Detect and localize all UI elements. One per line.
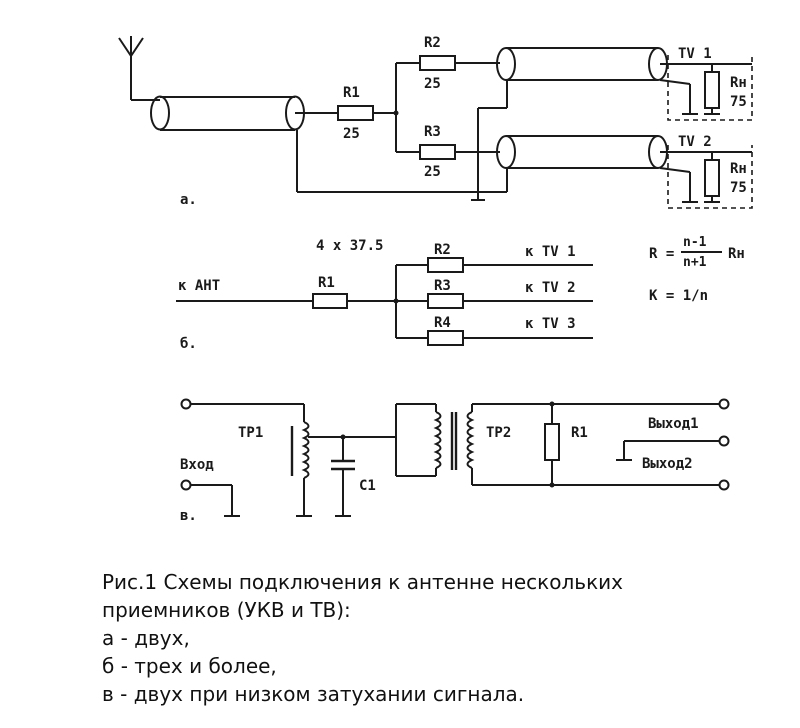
tp1-label: TP1: [238, 425, 263, 441]
coax-cable-tv1: [496, 47, 668, 81]
input-label: Вход: [180, 457, 214, 473]
transformer-tp2: [433, 404, 475, 485]
output-common-terminal: [718, 435, 730, 447]
output2-terminal: [718, 479, 730, 491]
resistor-r3-b: [427, 293, 464, 309]
r2-b-label: R2: [434, 242, 451, 258]
diagram-a: R1 25 R2 25 R3 25: [118, 35, 753, 209]
formula-rhs: Rн: [728, 246, 745, 262]
diagram-a-label: а.: [180, 192, 197, 208]
r3-b-label: R3: [434, 278, 451, 294]
rn2-value: 75: [730, 180, 747, 196]
input-terminal-top: [180, 398, 192, 410]
r3-value: 25: [424, 164, 441, 180]
resistor-rn2: [704, 159, 720, 197]
r1-b-label: R1: [318, 275, 335, 291]
out-tv3-label: к TV 3: [525, 316, 576, 332]
rn1-value: 75: [730, 94, 747, 110]
r2-value: 25: [424, 76, 441, 92]
resistor-r1-c: [544, 423, 560, 461]
output1-label: Выход1: [648, 416, 699, 432]
rn2-label: Rн: [730, 161, 747, 177]
diagram-c: Вход TP1 C1: [180, 398, 730, 524]
out-tv2-label: к TV 2: [525, 280, 576, 296]
resistor-r4-b: [427, 330, 464, 346]
tv1-label: TV 1: [678, 46, 712, 62]
tv1-input-box: [659, 55, 753, 121]
diagram-b-label: б.: [180, 336, 197, 352]
figure-caption: Рис.1 Схемы подключения к антенне нескол…: [102, 568, 782, 708]
resistor-r3: [419, 144, 456, 160]
transformer-tp1: [290, 421, 312, 517]
resistor-rn1: [704, 71, 720, 109]
output2-label: Выход2: [642, 456, 693, 472]
formula-numerator: n-1: [683, 235, 707, 250]
out-tv1-label: к TV 1: [525, 244, 576, 260]
diagram-b: 4 x 37.5 к АНТ R1 R2 R3 R4 к TV 1 к TV 2…: [176, 235, 745, 352]
tv2-label: TV 2: [678, 134, 712, 150]
resistor-values-label: 4 x 37.5: [316, 238, 383, 254]
capacitor-c1: [331, 437, 355, 517]
r2-label: R2: [424, 35, 441, 51]
formula-k: K = 1/n: [649, 288, 708, 304]
caption-line-5: в - двух при низком затухании сигнала.: [102, 682, 525, 706]
formula-lhs: R =: [649, 246, 674, 262]
input-terminal-bottom: [180, 479, 192, 491]
tv2-input-box: [659, 145, 753, 209]
antenna-input-label: к АНТ: [178, 278, 220, 294]
r1-c-label: R1: [571, 425, 588, 441]
caption-line-4: б - трех и более,: [102, 654, 277, 678]
resistor-r1: [337, 105, 374, 121]
r1-label: R1: [343, 85, 360, 101]
antenna-icon: [118, 36, 160, 101]
diagram-c-label: в.: [180, 508, 197, 524]
resistor-r1-b: [312, 293, 348, 309]
r3-label: R3: [424, 124, 441, 140]
r1-value: 25: [343, 126, 360, 142]
schematic-figure: R1 25 R2 25 R3 25: [118, 35, 753, 524]
c1-label: C1: [359, 478, 376, 494]
caption-line-3: а - двух,: [102, 626, 190, 650]
output1-terminal: [718, 398, 730, 410]
formula-denominator: n+1: [683, 255, 707, 270]
resistor-r2-b: [427, 257, 464, 273]
resistor-r2: [419, 55, 456, 71]
r4-b-label: R4: [434, 315, 451, 331]
rn1-label: Rн: [730, 75, 747, 91]
coax-cable-input: [150, 95, 305, 131]
caption-line-2: приемников (УКВ и ТВ):: [102, 598, 351, 622]
caption-line-1: Рис.1 Схемы подключения к антенне нескол…: [102, 570, 623, 594]
tp2-label: TP2: [486, 425, 511, 441]
coax-cable-tv2: [496, 135, 668, 169]
split-formula: R = n-1 n+1 Rн K = 1/n: [649, 235, 745, 304]
